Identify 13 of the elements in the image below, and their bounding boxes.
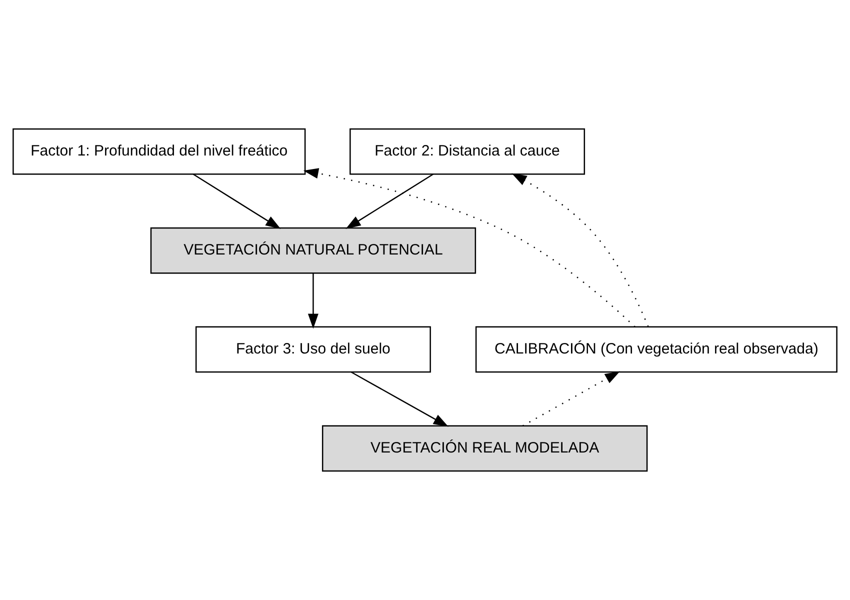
arrow [346,174,434,229]
arrow [512,173,649,327]
node-box: Factor 2: Distancia al cauce [350,128,586,175]
arrow [192,174,281,229]
node-box: Factor 3: Uso del suelo [195,326,431,373]
arrow [522,371,620,426]
node-box: CALIBRACIÓN (Con vegetación real observada) [475,326,838,373]
node-box: Factor 1: Profundidad del nivel freático [12,128,306,175]
arrow [303,168,636,328]
node-box: VEGETACIÓN NATURAL POTENCIAL [150,227,476,274]
arrow [350,372,448,427]
arrow [308,273,318,329]
node-box: VEGETACIÓN REAL MODELADA [322,425,648,472]
